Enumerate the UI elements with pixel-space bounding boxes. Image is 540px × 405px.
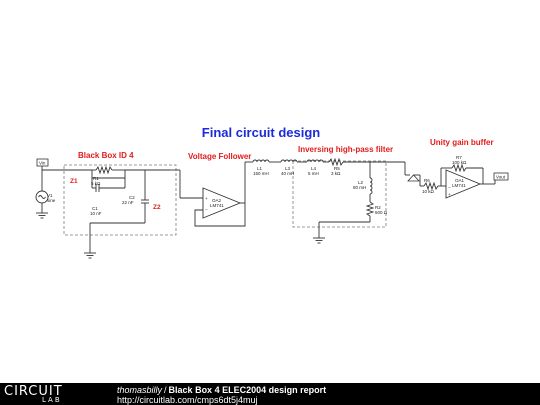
voltage-follower-label: Voltage Follower — [188, 152, 251, 161]
project-title[interactable]: Black Box 4 ELEC2004 design report — [168, 385, 327, 395]
r2-name: R2 — [375, 205, 381, 210]
r5-name: R5 — [334, 166, 340, 171]
l1-name: L1 — [257, 166, 263, 171]
r7-name: R7 — [456, 155, 462, 160]
v1-value: sine — [47, 198, 56, 203]
r5-value: 3 kΩ — [331, 171, 341, 176]
z2-label: Z2 — [153, 204, 161, 211]
r6-name: R6 — [424, 178, 430, 183]
svg-text:+: + — [205, 196, 208, 201]
vout-port: Vout — [493, 172, 509, 181]
circuitlab-logo: CIRCUIT — [4, 384, 63, 399]
vin-label: Vin — [39, 161, 46, 166]
l2-value: 80 mH — [353, 185, 366, 190]
r6-value: 10 kΩ — [422, 189, 435, 194]
svg-text:−: − — [205, 207, 208, 212]
hpf-label: Inversing high-pass filter — [298, 145, 393, 154]
footer-credit: thomasbilly/Black Box 4 ELEC2004 design … — [117, 385, 326, 395]
r2-value: 500 Ω — [375, 210, 388, 215]
svg-text:−: − — [448, 185, 451, 190]
oa2-name: OA2 — [212, 198, 222, 203]
svg-text:+: + — [448, 192, 451, 197]
l1-value: 150 mH — [253, 171, 269, 176]
ground-symbol-hpf — [313, 237, 325, 244]
r7-value: 100 kΩ — [452, 160, 467, 165]
vin-port: Vin — [36, 158, 49, 167]
v1-name: V1 — [47, 193, 53, 198]
oa1-name: OA1 — [455, 178, 465, 183]
l2-name: L2 — [358, 180, 364, 185]
c1-name: C1 — [92, 206, 98, 211]
oa2-value: LM741 — [210, 203, 224, 208]
r2-resistor — [365, 201, 375, 217]
oa1-value: LM741 — [452, 183, 466, 188]
diagram-title: Final circuit design — [202, 125, 321, 140]
oa2-opamp: + − OA2 LM741 — [202, 187, 242, 219]
l3-value: 40 mH — [281, 171, 294, 176]
l4-name: L4 — [311, 166, 317, 171]
l3-name: L3 — [285, 166, 291, 171]
black-box-label: Black Box ID 4 — [78, 151, 134, 160]
ground-triangle-buffer — [407, 174, 420, 182]
black-box-boundary — [63, 164, 177, 236]
r1-resistor — [95, 165, 113, 175]
l3-inductor — [280, 159, 298, 163]
c1-value: 10 nF — [90, 211, 102, 216]
c2-value: 22 nF — [122, 200, 134, 205]
r1-name: R1 — [93, 176, 99, 181]
unity-buffer-label: Unity gain buffer — [430, 138, 494, 147]
vout-label: Vout — [496, 175, 506, 180]
project-url[interactable]: http://circuitlab.com/cmps6dt5j4muj — [117, 395, 258, 405]
r6-resistor — [423, 181, 439, 191]
author-name[interactable]: thomasbilly — [117, 385, 163, 395]
c2-name: C2 — [129, 195, 135, 200]
v1-source: V1 sine — [35, 166, 56, 213]
ground-symbol-blackbox — [84, 252, 96, 259]
footer-bar: CIRCUIT LAB thomasbilly/Black Box 4 ELEC… — [0, 383, 540, 405]
circuitlab-logo-sub: LAB — [42, 396, 62, 404]
oa1-opamp: − + OA1 LM741 — [445, 169, 482, 199]
l4-value: 5 mH — [308, 171, 319, 176]
ground-symbol-v1 — [36, 212, 48, 219]
l1-inductor — [252, 159, 270, 163]
r1-value: 5 kΩ — [91, 181, 101, 186]
l4-inductor — [306, 159, 324, 163]
z1-label: Z1 — [70, 178, 78, 185]
r7-resistor — [451, 163, 467, 173]
l2-inductor — [369, 177, 373, 195]
r5-resistor — [328, 157, 344, 167]
footer-separator: / — [164, 385, 167, 395]
